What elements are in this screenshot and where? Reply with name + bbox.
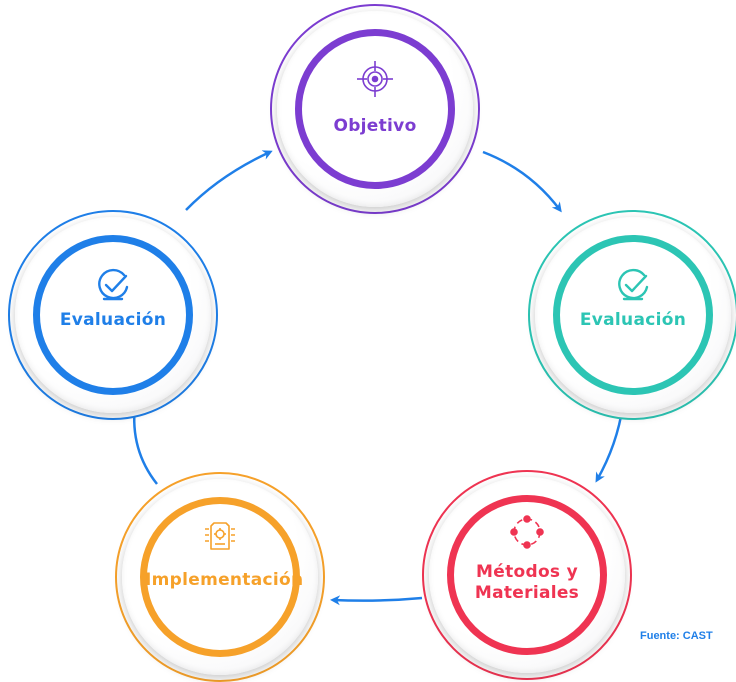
cycle-dots-icon — [507, 512, 547, 552]
cycle-diagram: Objetivo Evaluación Mé — [8, 4, 736, 682]
node-implementacion: Implementación — [115, 472, 325, 682]
node-evaluacion-right: Evaluación — [528, 210, 736, 420]
node-label: Métodos y Materiales — [474, 562, 580, 603]
arrow-metodos-to-implementacion — [330, 595, 423, 606]
node-evaluacion-left: Evaluación — [8, 210, 218, 420]
node-objetivo: Objetivo — [270, 4, 480, 214]
node-label: Evaluación — [59, 310, 167, 330]
check-circle-icon — [93, 265, 133, 305]
target-icon — [355, 59, 395, 99]
inner-ring — [553, 235, 713, 395]
node-label: Implementación — [145, 570, 304, 590]
inner-ring — [33, 235, 193, 395]
arrow-objetivo-to-evaluacion — [482, 150, 562, 213]
arrow-evaluacion-to-objetivo — [185, 150, 273, 211]
check-circle-icon — [613, 265, 653, 305]
inner-ring — [295, 29, 455, 189]
source-note: Fuente: CAST — [640, 630, 713, 642]
node-label: Evaluación — [579, 310, 687, 330]
node-label: Objetivo — [333, 116, 417, 136]
node-metodos-materiales: Métodos y Materiales — [422, 470, 632, 680]
gear-document-icon — [200, 517, 240, 557]
